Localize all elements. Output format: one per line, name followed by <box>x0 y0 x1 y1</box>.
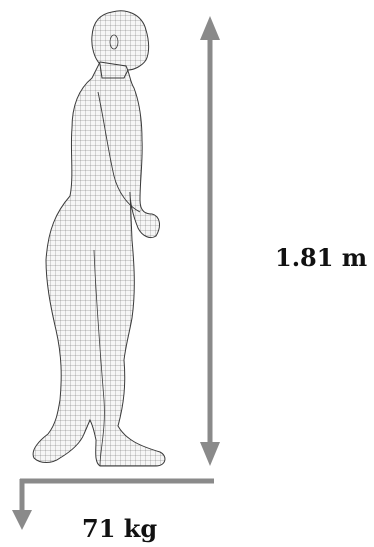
weight-label: 71 kg <box>82 514 157 543</box>
height-label: 1.81 m <box>275 243 367 272</box>
height-arrow-top-head <box>200 16 220 40</box>
wireframe-human-figure <box>20 0 180 480</box>
weight-arrow-head <box>12 510 32 530</box>
height-arrow-bottom-head <box>200 442 220 466</box>
height-arrow-icon <box>200 16 220 466</box>
